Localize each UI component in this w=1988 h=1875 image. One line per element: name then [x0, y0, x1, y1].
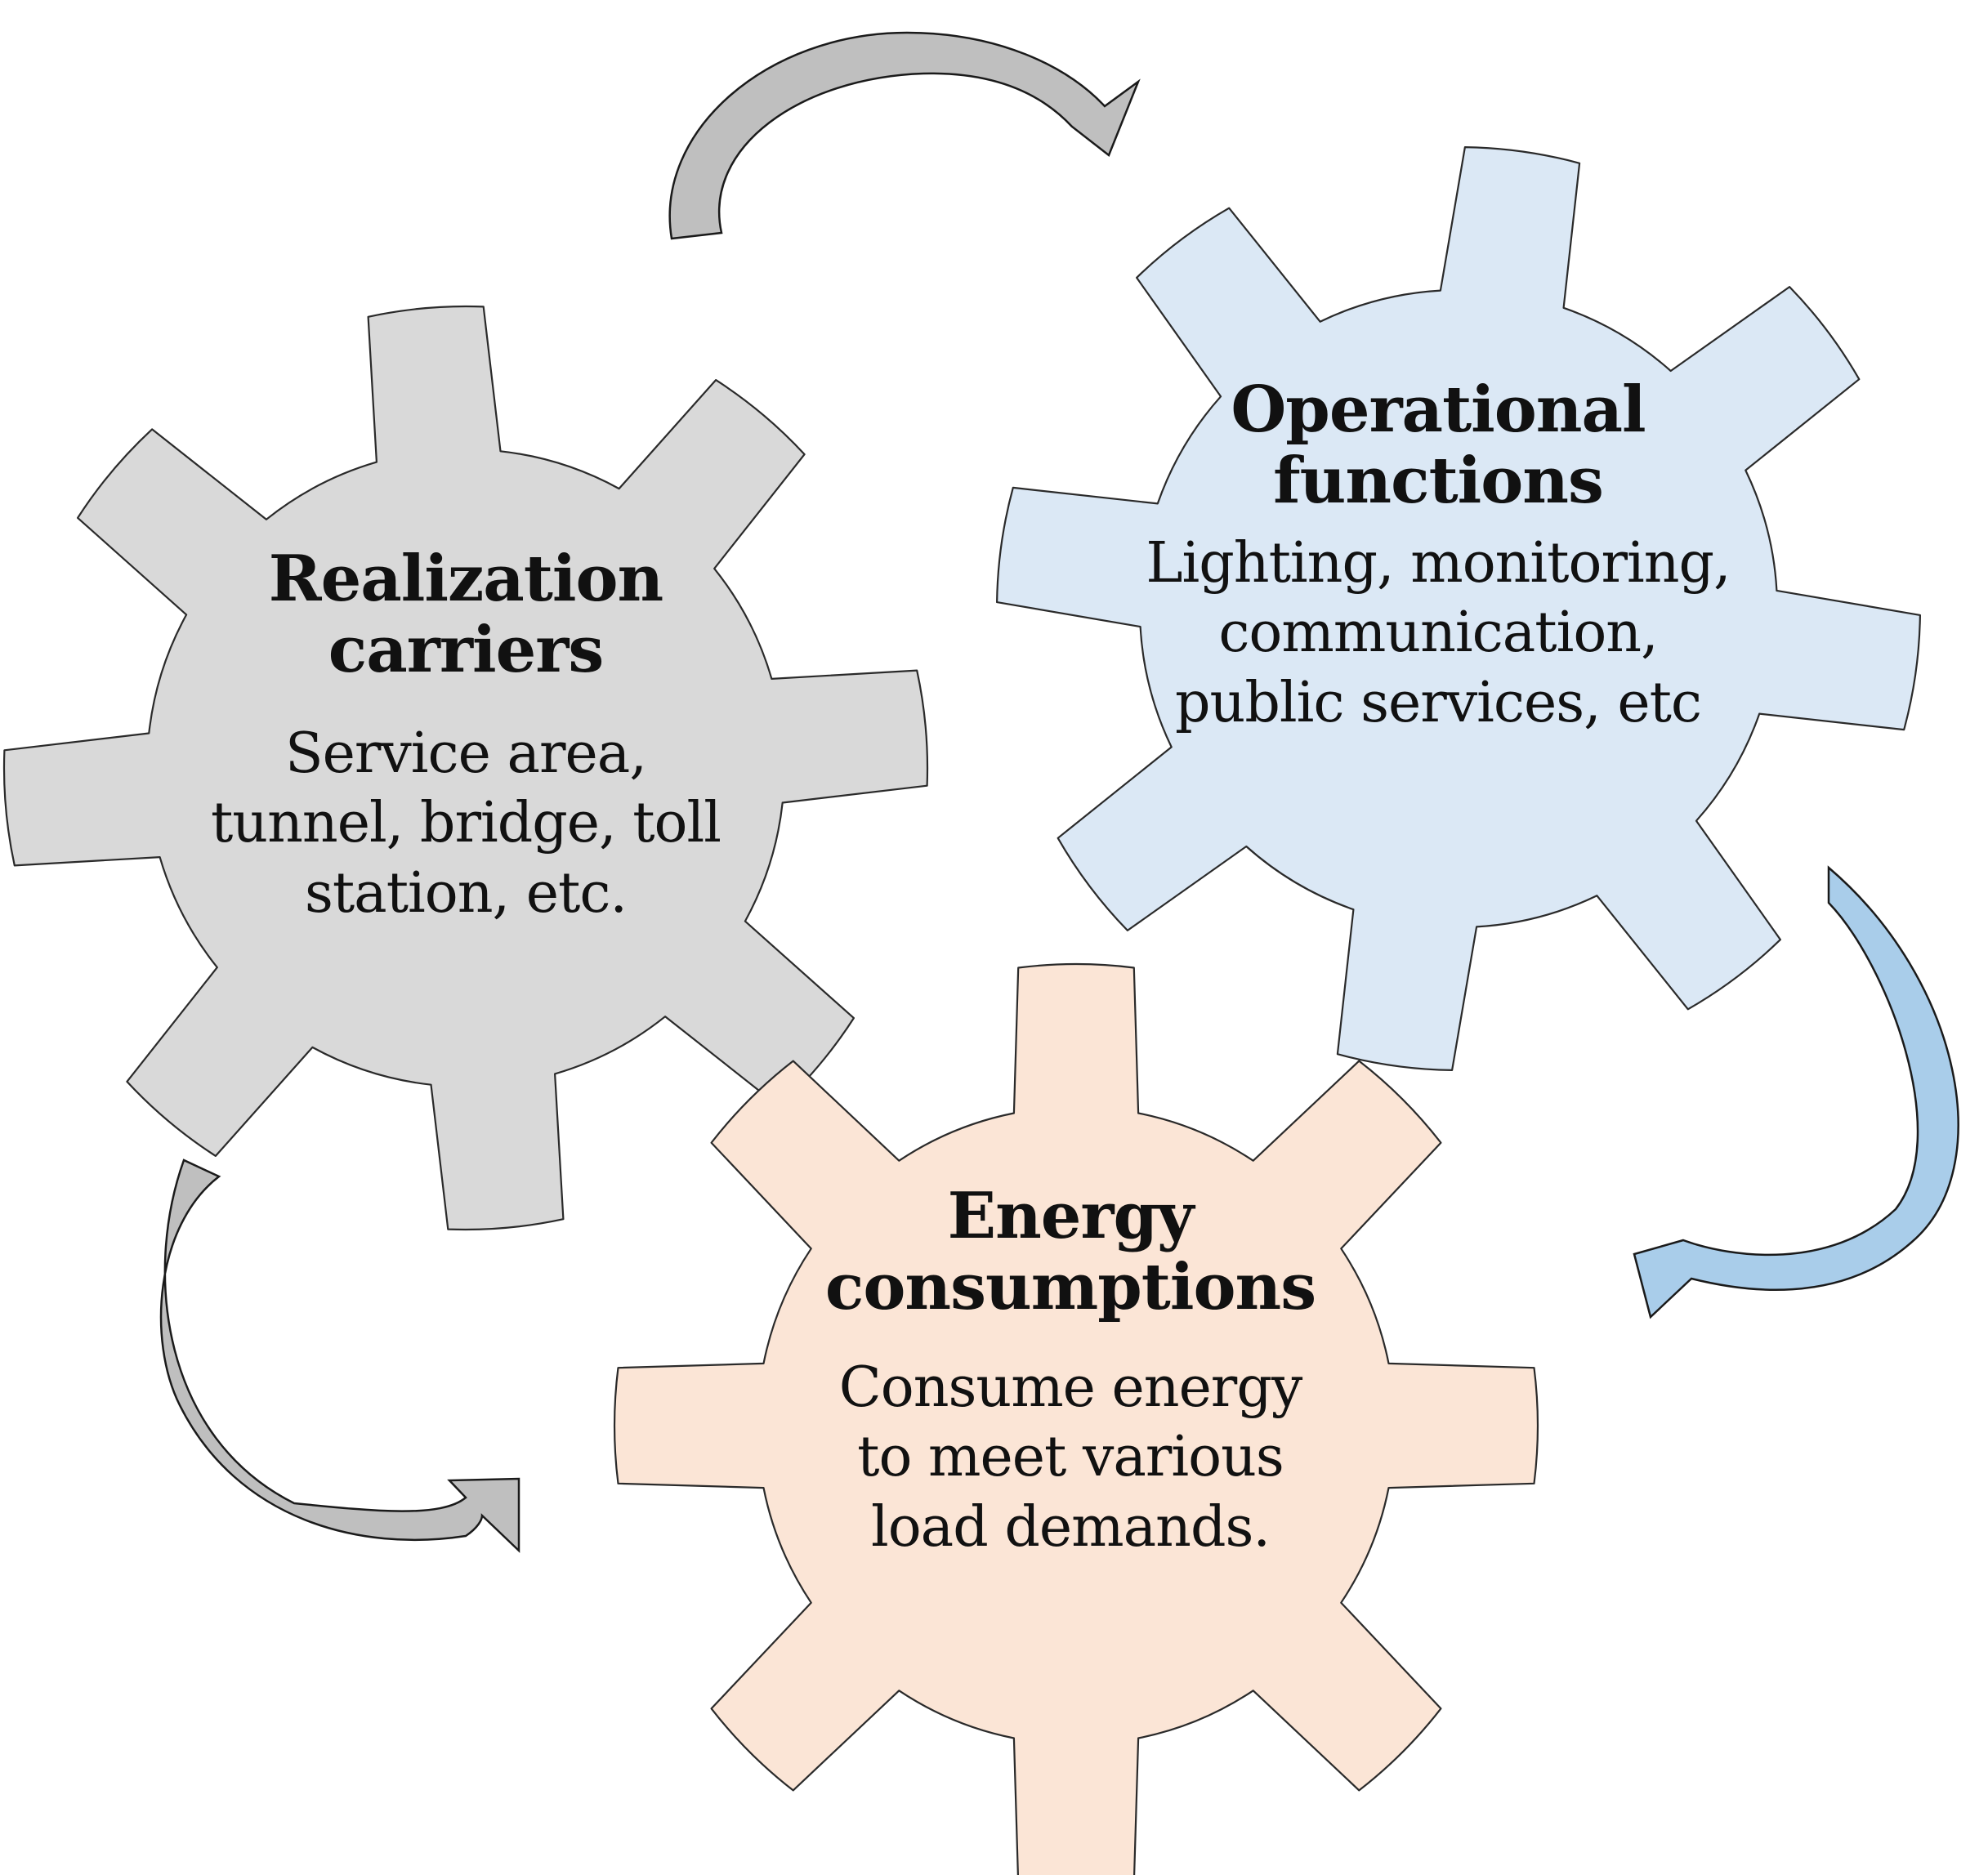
gear-operational-label: Operational functions Lighting, monitori… [1095, 374, 1781, 739]
curved-arrow-icon [668, 31, 1141, 240]
gear-operational-icon [996, 146, 1921, 1071]
curved-arrow-icon [159, 1158, 520, 1553]
gear-title: Realization carriers [268, 542, 663, 688]
gear-energy-icon [613, 962, 1539, 1875]
curved-arrow-icon [1633, 865, 1959, 1319]
gear-title: Energy consumptions [824, 1179, 1316, 1325]
gear-description: Lighting, monitoring, communication, pub… [1146, 530, 1731, 736]
gear-title: Operational functions [1231, 373, 1646, 519]
gear-realization-icon [2, 305, 929, 1231]
gear-description: Service area, tunnel, bridge, toll stati… [210, 721, 721, 926]
gear-energy-label: Energy consumptions Consume energy to me… [735, 1181, 1405, 1563]
gear-description: Consume energy to meet various load dema… [838, 1355, 1303, 1560]
gear-realization-label: Realization carriers Service area, tunne… [139, 543, 793, 929]
